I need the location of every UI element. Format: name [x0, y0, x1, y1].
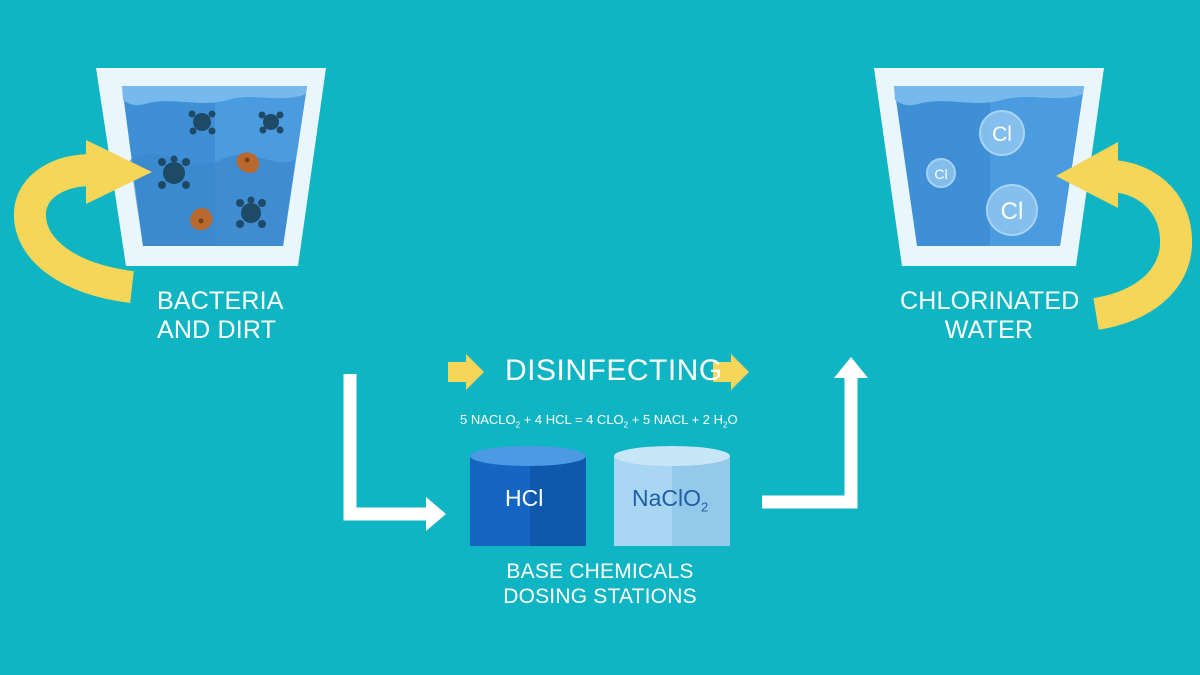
equation-part: + 5 NACL + 2 H [628, 412, 724, 427]
chlorinated-water-label: CHLORINATED WATER [900, 287, 1080, 345]
naclo2-subscript: 2 [701, 499, 709, 515]
label-line: DOSING STATIONS [503, 585, 697, 608]
bacteria-and-dirt-label: BACTERIA AND DIRT [157, 287, 284, 345]
chemical-equation: 5 NACLO2 + 4 HCL = 4 CLO2 + 5 NACL + 2 H… [460, 412, 738, 430]
equation-subscript: 2 [623, 420, 629, 430]
bacterium-icon [258, 111, 284, 134]
naclo2-cylinder-icon [614, 446, 730, 546]
chlorine-bubble-icon [926, 158, 956, 188]
hcl-label: HCl [505, 485, 544, 511]
equation-subscript: 2 [723, 420, 728, 430]
hcl-cylinder-icon [470, 446, 586, 546]
equation-part: O [727, 412, 738, 427]
curved-arrow-icon [14, 140, 152, 303]
equation-part: 5 NACLO [460, 412, 516, 427]
disinfecting-title: DISINFECTING [505, 354, 723, 387]
chlorine-bubble-icon [979, 110, 1025, 156]
label-line: WATER [944, 316, 1034, 344]
bacterium-icon [188, 110, 216, 135]
curved-arrow-icon [1056, 142, 1193, 330]
chevron-arrow-icon [713, 354, 749, 390]
chlorine-bubble-icon [986, 184, 1038, 236]
flow-arrow-icon [343, 374, 446, 531]
dirt-particle-icon [236, 152, 260, 174]
base-chemicals-label: BASE CHEMICALS DOSING STATIONS [470, 559, 730, 609]
equation-subscript: 2 [515, 420, 521, 430]
chlorine-label: Cl [934, 166, 947, 182]
label-line: BASE CHEMICALS [506, 560, 694, 583]
dirt-particle-icon [190, 208, 213, 231]
label-line: BACTERIA [157, 287, 284, 315]
flow-arrow-icon [762, 357, 868, 509]
naclo2-label: NaClO2 [632, 485, 708, 515]
chlorine-label: Cl [992, 123, 1012, 146]
naclo2-text: NaClO [632, 485, 702, 511]
label-line: CHLORINATED [900, 287, 1080, 315]
chevron-arrow-icon [448, 354, 484, 390]
label-line: AND DIRT [157, 316, 277, 344]
bacterium-icon [236, 196, 266, 228]
equation-part: + 4 HCL = 4 CLO [520, 412, 624, 427]
chlorine-label: Cl [1001, 198, 1024, 225]
chlorinated-glass-icon [874, 68, 1104, 266]
bacterium-icon [158, 155, 190, 189]
